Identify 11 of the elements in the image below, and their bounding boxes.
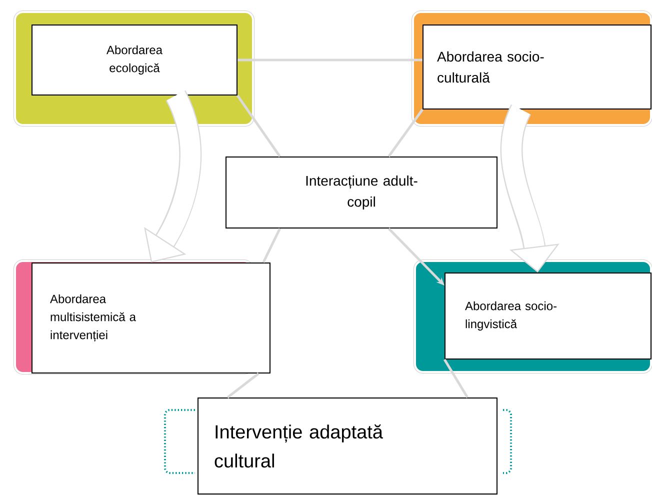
text-box: Abordarea ecologică	[32, 24, 238, 96]
connector-line	[238, 58, 422, 62]
text-box: Intervenție adaptată cultural	[198, 398, 498, 494]
connector-line	[262, 228, 282, 264]
curved-arrow	[500, 105, 560, 272]
text-box: Abordarea multisistemică a intervenției	[32, 262, 270, 374]
text-box: Interacțiune adult-copil	[226, 156, 498, 228]
connector-line	[236, 94, 281, 158]
curved-arrow	[144, 90, 202, 262]
text-box: Abordarea socio-culturală	[422, 24, 652, 110]
connector-line	[388, 108, 424, 158]
